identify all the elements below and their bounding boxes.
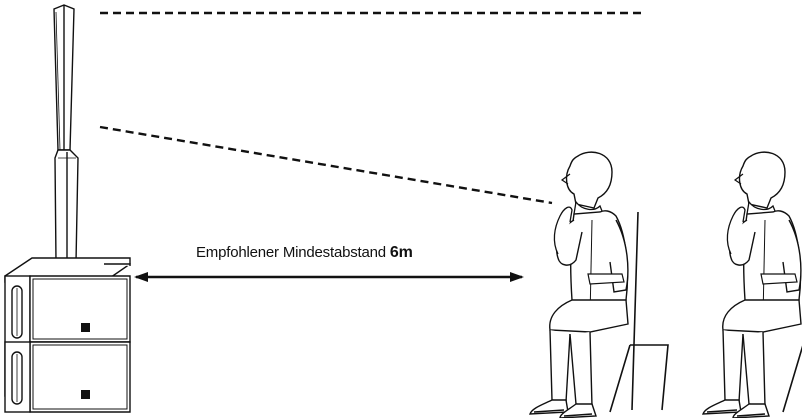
distance-label: Empfohlener Mindestabstand 6m <box>196 244 413 262</box>
seated-person-2 <box>702 151 802 418</box>
column-speaker-system <box>4 4 131 413</box>
subwoofer-bottom <box>4 341 131 413</box>
column-lower-section <box>54 149 79 263</box>
distance-value: 6m <box>389 244 413 261</box>
seated-person-1 <box>529 151 669 418</box>
coverage-line-bottom <box>99 125 553 205</box>
distance-label-text: Empfohlener Mindestabstand <box>196 244 386 261</box>
column-upper-section <box>53 4 75 151</box>
